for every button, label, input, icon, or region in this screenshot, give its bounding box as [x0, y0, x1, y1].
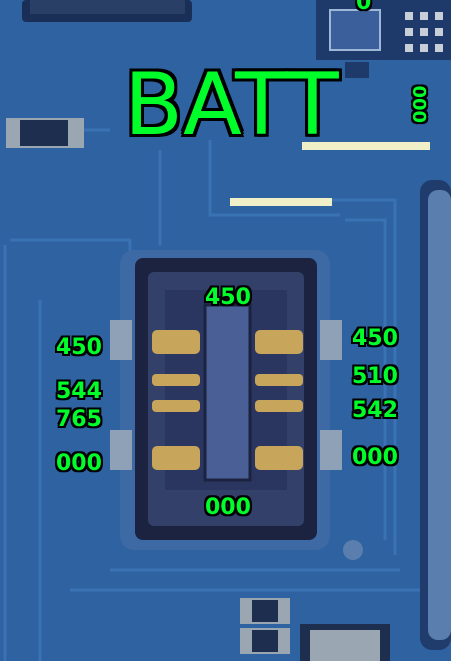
batt-title: BATT: [124, 55, 339, 155]
connector-left-value-4: 000: [56, 451, 102, 476]
right-vertical-label: 000 000: [410, 85, 431, 123]
connector-top-value: 450: [205, 285, 251, 310]
connector-left-value-2: 544: [56, 379, 102, 404]
connector-right-value-1: 450: [352, 326, 398, 351]
top-right-partial-label: 0: [356, 0, 372, 15]
connector-bottom-value: 000: [205, 495, 251, 520]
connector-right-value-4: 000: [352, 445, 398, 470]
connector-right-value-3: 542: [352, 398, 398, 423]
connector-left-value-3: 765: [56, 407, 102, 432]
connector-right-value-2: 510: [352, 364, 398, 389]
connector-left-value-1: 450: [56, 335, 102, 360]
